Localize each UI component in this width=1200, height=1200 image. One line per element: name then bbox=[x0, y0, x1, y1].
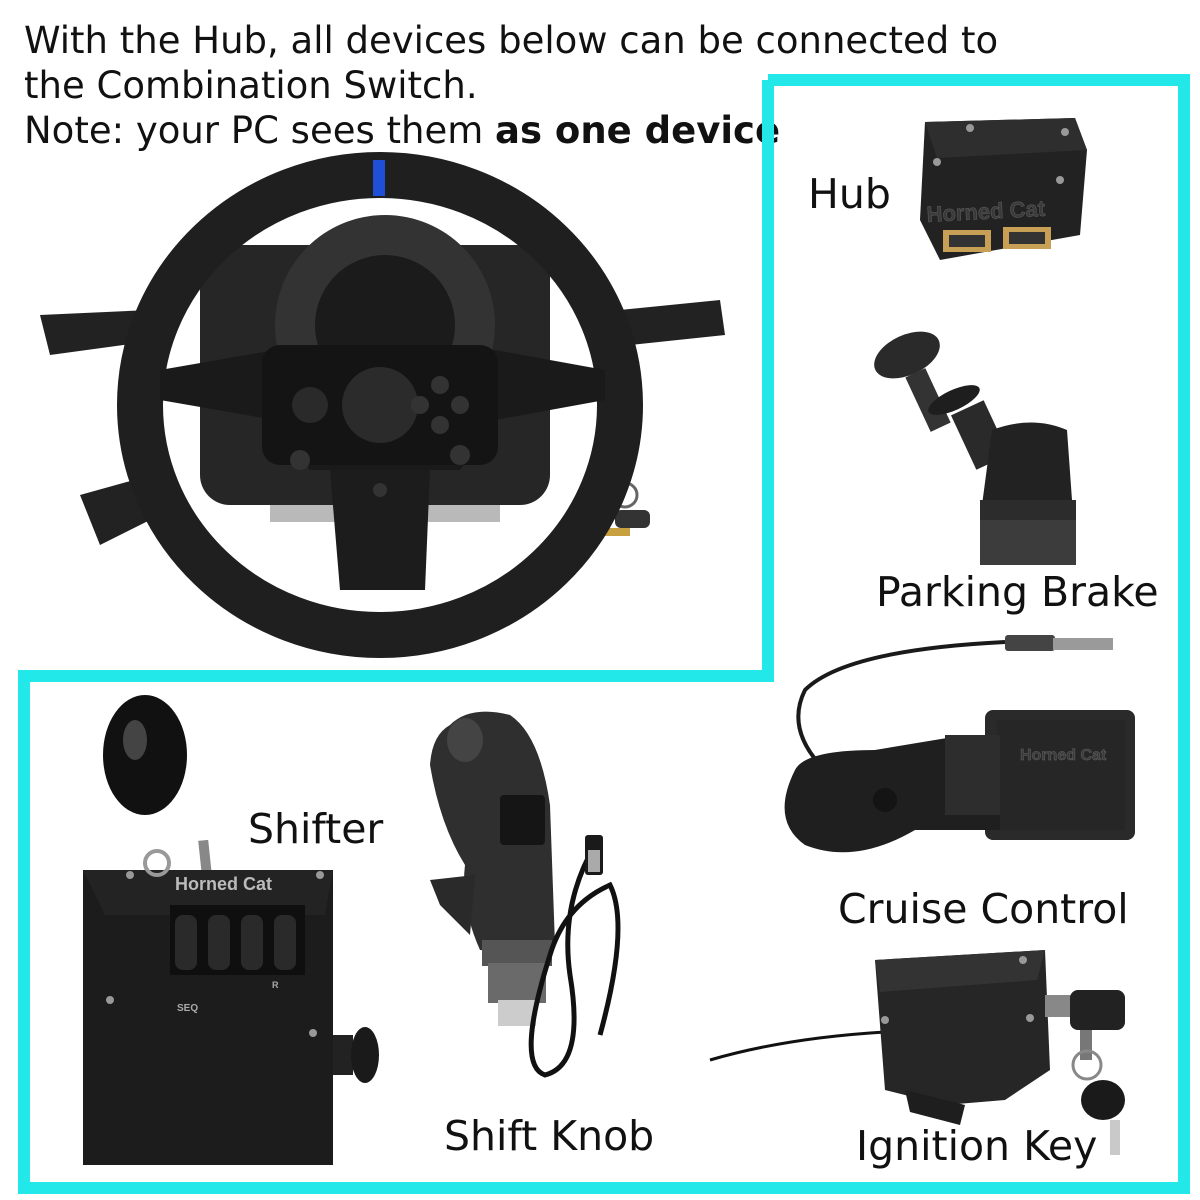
intro-line-3: Note: your PC sees them as one device bbox=[24, 108, 780, 153]
intro-line-3-prefix: Note: your PC sees them bbox=[24, 109, 496, 152]
cruise-control-label: Cruise Control bbox=[838, 885, 1129, 933]
parking-brake-label: Parking Brake bbox=[876, 568, 1159, 616]
hub-label: Hub bbox=[808, 170, 891, 218]
shifter-image: Horned Cat R SEQ bbox=[75, 695, 385, 1170]
cruise-logo-text: Horned Cat bbox=[1020, 747, 1107, 764]
shifter-gear-r: R bbox=[272, 980, 279, 990]
shifter-logo-text: Horned Cat bbox=[175, 874, 272, 894]
shifter-seq-text: SEQ bbox=[177, 1003, 198, 1014]
shifter-label: Shifter bbox=[248, 805, 384, 853]
ignition-key-label: Ignition Key bbox=[856, 1122, 1098, 1170]
shift-knob-image bbox=[420, 705, 640, 1105]
intro-line-3-bold: as one device bbox=[495, 109, 781, 152]
steering-wheel-image bbox=[30, 150, 730, 658]
cruise-control-image: Horned Cat bbox=[765, 630, 1145, 870]
shift-knob-label: Shift Knob bbox=[444, 1112, 655, 1160]
intro-line-2: the Combination Switch. bbox=[24, 64, 478, 107]
parking-brake-image bbox=[862, 320, 1092, 570]
hub-image: Horned Cat bbox=[915, 110, 1090, 265]
ignition-key-image bbox=[705, 940, 1185, 1155]
